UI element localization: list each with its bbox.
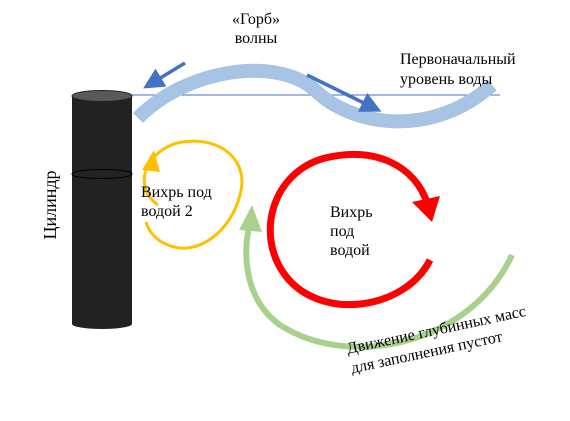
vortex-label-line-3: водой [330,242,370,259]
deep-mass-motion-arrowhead [239,205,262,232]
water-level-label-line-2: уровень воды [400,71,493,88]
wave-direction-arrow-left [143,61,186,89]
vortex-2-label: Вихрь под водой 2 [141,183,212,221]
vortex-label: Вихрь под водой [330,203,390,260]
vortex-loop [266,151,434,308]
hump-label-line-1: «Горб» [232,11,280,28]
hump-label-line-2: волны [234,30,278,47]
wave-direction-arrow-right [306,73,382,112]
hump-label: «Горб» волны [212,10,300,48]
initial-water-level-label: Первоначальный уровень воды [400,50,516,90]
cylinder-label: Цилиндр [40,170,60,240]
wave-band [133,63,497,129]
cylinder [71,90,133,329]
vortex-label-line-1: Вихрь [330,204,373,221]
vortex-2-label-line-1: Вихрь под [141,184,212,201]
vortex-label-line-2: под [330,223,355,240]
vortex-2-arrowhead [142,150,160,172]
deep-mass-motion-arc [243,221,515,350]
water-level-label-line-1: Первоначальный [400,51,516,68]
vortex-arrowhead [412,196,440,222]
vortex-2-label-line-2: водой 2 [141,203,193,220]
